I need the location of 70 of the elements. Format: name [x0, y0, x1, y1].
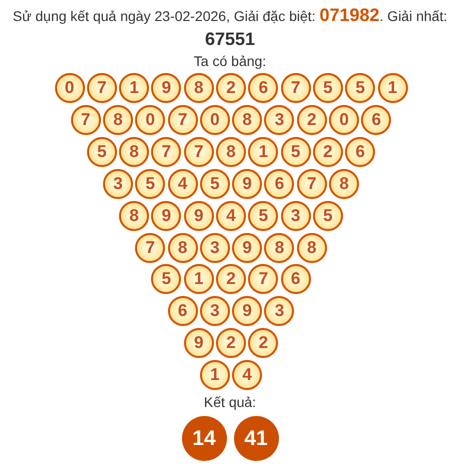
number-ball: 8 [119, 136, 150, 167]
number-ball: 7 [135, 232, 166, 262]
number-ball: 7 [70, 104, 101, 135]
number-ball: 2 [296, 104, 327, 135]
number-ball: 5 [135, 168, 166, 199]
number-ball: 6 [361, 104, 392, 135]
number-ball: 8 [232, 104, 262, 135]
number-ball: 5 [248, 200, 278, 231]
number-ball: 5 [200, 168, 230, 199]
result-label: Kết quả: [204, 393, 256, 411]
header-text: Sử dụng kết quả ngày 23-02-2026, Giải đặc biệt: 071982. Giải nhất: 67551 [12, 4, 448, 51]
number-ball: 1 [248, 136, 278, 167]
number-ball: 2 [216, 328, 246, 358]
number-ball: 7 [280, 73, 311, 103]
number-ball: 8 [119, 200, 150, 231]
number-ball: 2 [216, 73, 246, 103]
number-ball: 7 [86, 73, 117, 103]
number-ball: 6 [168, 296, 198, 326]
number-ball: 3 [280, 200, 311, 231]
number-ball: 5 [86, 136, 117, 167]
number-ball: 5 [312, 200, 343, 231]
number-ball: 8 [168, 232, 198, 262]
number-ball: 7 [248, 264, 278, 294]
number-ball: 9 [184, 328, 214, 358]
number-ball: 9 [232, 296, 262, 326]
number-ball: 3 [264, 296, 294, 326]
number-ball: 5 [345, 73, 376, 103]
number-ball: 9 [151, 73, 182, 103]
number-ball: 0 [54, 73, 84, 103]
number-ball: 6 [280, 264, 311, 294]
result-ball: 14 [182, 416, 226, 460]
number-ball: 0 [135, 104, 166, 135]
number-ball: 2 [216, 264, 246, 294]
number-ball: 1 [200, 360, 230, 390]
number-ball: 7 [168, 104, 198, 135]
number-ball: 6 [248, 73, 278, 103]
number-ball: 6 [345, 136, 376, 167]
number-ball: 1 [184, 264, 214, 294]
number-ball: 8 [184, 73, 214, 103]
number-ball: 4 [216, 200, 246, 231]
number-ball: 2 [312, 136, 343, 167]
number-ball: 9 [151, 200, 182, 231]
number-ball: 0 [200, 104, 230, 135]
number-ball: 9 [232, 232, 262, 262]
number-ball: 0 [329, 104, 360, 135]
number-ball: 2 [248, 328, 278, 358]
number-ball: 6 [264, 168, 294, 199]
number-ball: 3 [102, 168, 133, 199]
number-ball: 9 [184, 200, 214, 231]
number-ball: 7 [296, 168, 327, 199]
number-ball: 8 [264, 232, 294, 262]
number-ball: 8 [329, 168, 360, 199]
number-ball: 8 [102, 104, 133, 135]
number-ball: 4 [168, 168, 198, 199]
number-ball: 3 [200, 232, 230, 262]
number-ball: 4 [232, 360, 262, 390]
number-ball: 3 [200, 296, 230, 326]
number-ball: 5 [312, 73, 343, 103]
number-ball: 7 [151, 136, 182, 167]
number-ball: 1 [119, 73, 150, 103]
number-ball: 7 [184, 136, 214, 167]
number-ball: 9 [232, 168, 262, 199]
number-ball: 8 [296, 232, 327, 262]
number-ball: 3 [264, 104, 294, 135]
table-intro-label: Ta có bảng: [194, 52, 266, 70]
number-ball: 1 [378, 73, 408, 103]
number-ball: 8 [216, 136, 246, 167]
result-ball: 41 [234, 416, 278, 460]
number-ball: 5 [151, 264, 182, 294]
number-ball: 5 [280, 136, 311, 167]
